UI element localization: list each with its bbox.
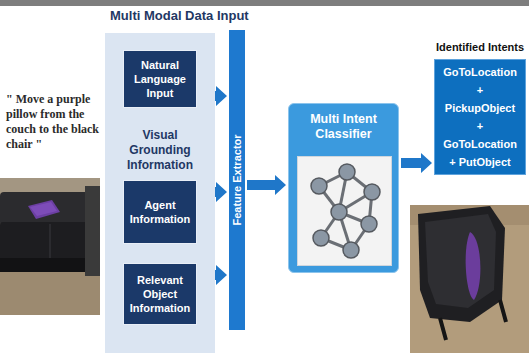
top-strip <box>0 0 529 6</box>
box-label: Relevant Object Information <box>127 273 193 315</box>
intent-list: GoToLocation + PickupObject + GoToLocati… <box>443 63 517 171</box>
intent-box: GoToLocation + PickupObject + GoToLocati… <box>434 59 526 175</box>
input-box: Natural Language Input <box>123 50 197 108</box>
chair-photo <box>410 205 529 353</box>
block-arrow <box>401 153 432 173</box>
box-label: Natural Language Input <box>127 58 193 100</box>
classifier-box: Multi Intent Classifier <box>288 103 399 273</box>
intent-group: Identified IntentsGoToLocation + PickupO… <box>434 40 526 175</box>
input-box: Agent Information <box>123 180 197 244</box>
box-label: Agent Information <box>127 198 193 226</box>
box-title: Multi Intent Classifier <box>289 104 398 142</box>
input-panel: Natural Language InputAgent InformationR… <box>105 33 215 353</box>
input-box: Relevant Object Information <box>123 263 197 325</box>
extractor-bar: Feature Extractor <box>229 30 245 330</box>
block-arrow <box>247 175 286 195</box>
couch-photo <box>0 178 100 315</box>
instruction-quote: " Move a purple pillow from the couch to… <box>6 92 102 152</box>
bar-label: Feature Extractor <box>231 134 244 225</box>
panel-title: Multi Modal Data Input <box>110 8 249 24</box>
group-title: Identified Intents <box>434 40 526 54</box>
network-icon <box>297 156 392 266</box>
group-label: Visual Grounding Information <box>120 128 200 173</box>
